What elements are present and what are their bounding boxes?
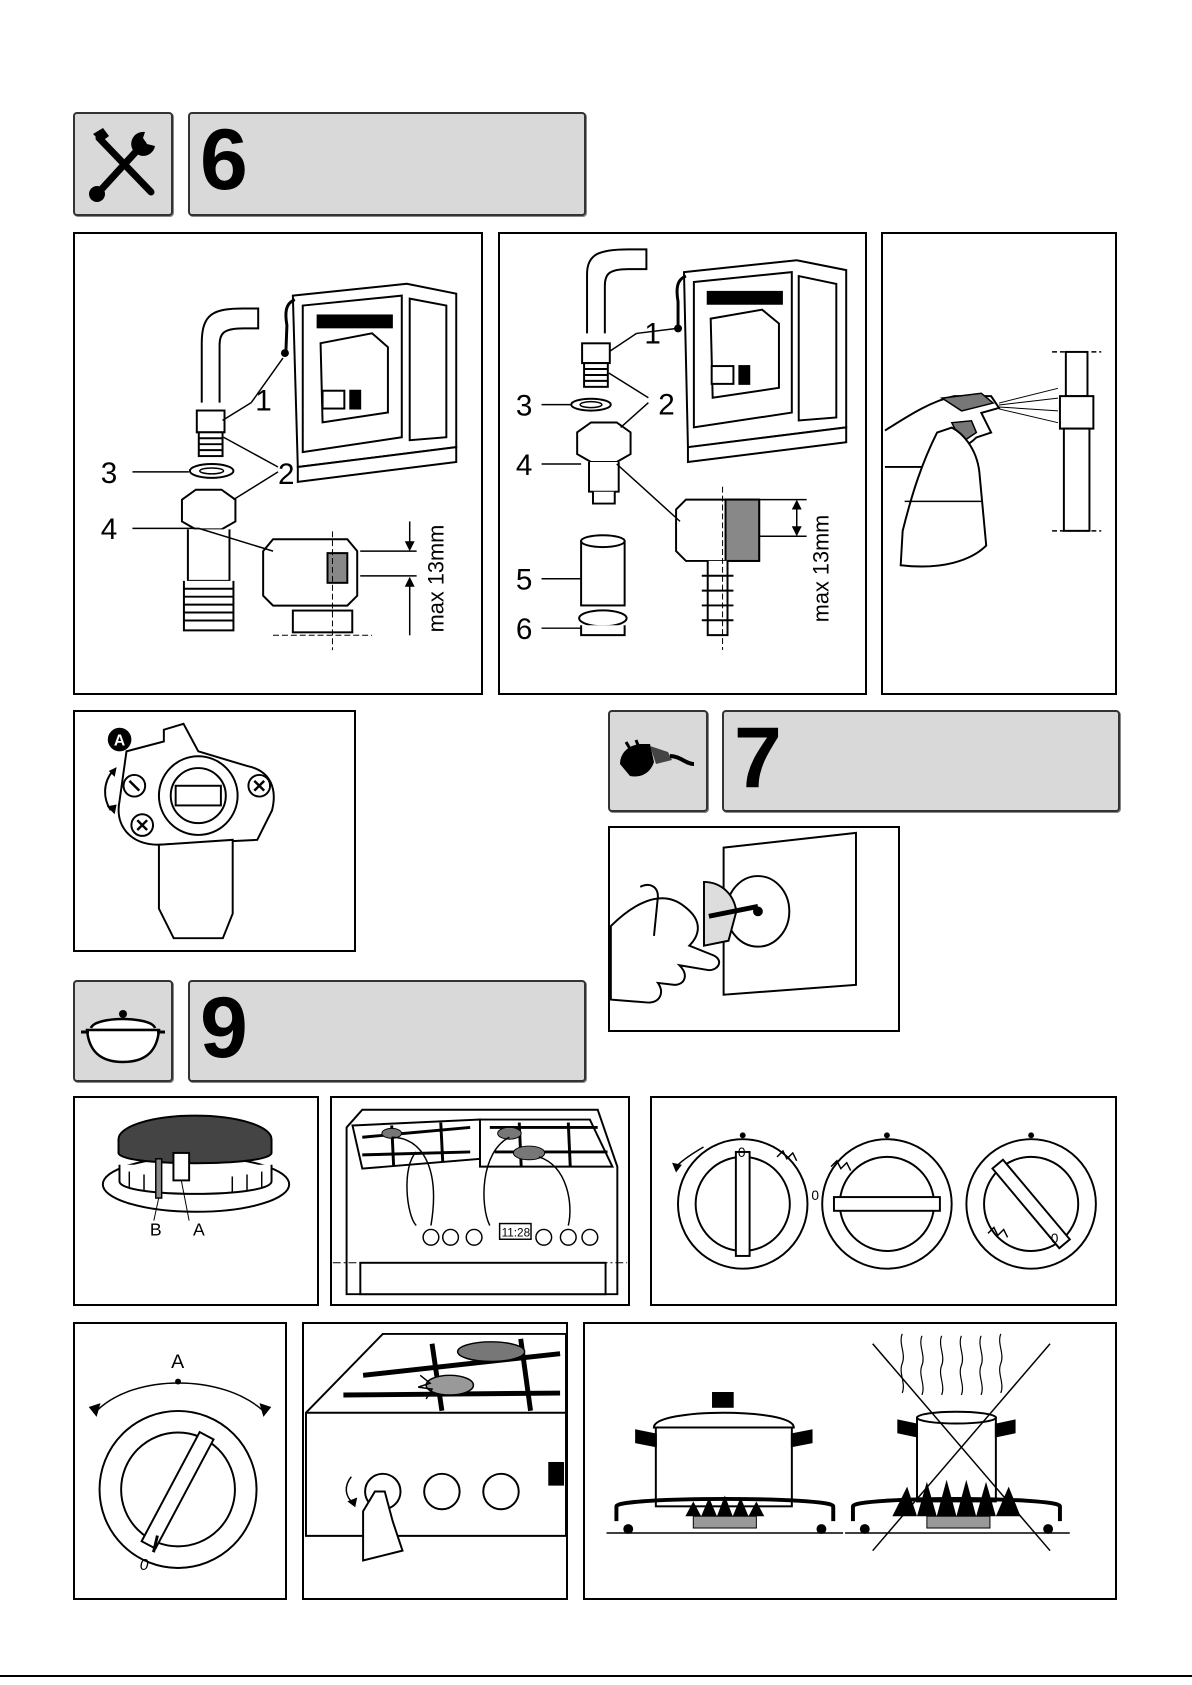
- callout-2: 2: [658, 389, 675, 422]
- knob-1-zero: 0: [738, 1145, 746, 1160]
- section-9-title-box: 9: [188, 980, 586, 1082]
- plug-icon: [610, 712, 706, 810]
- gas-connection-figure-2: 1 2 3 4 5 6 max 13mm: [498, 232, 867, 695]
- callout-4: 4: [101, 513, 118, 546]
- plug-drawing: [610, 828, 898, 1030]
- callout-3: 3: [516, 390, 533, 423]
- knob-range-zero: 0: [140, 1557, 149, 1574]
- knob-2-zero: 0: [811, 1188, 819, 1203]
- ignition-figure: [302, 1322, 568, 1600]
- plug-socket-figure: [608, 826, 900, 1032]
- knob-positions-figure: 0 0 0: [650, 1096, 1117, 1306]
- section-9-icon-box: [73, 980, 173, 1082]
- ignition-drawing: [304, 1324, 566, 1598]
- section-7-icon-box: [608, 710, 708, 812]
- section-9-number: 9: [200, 978, 248, 1078]
- cooking-pot-icon: [75, 982, 171, 1080]
- knob-range-drawing: A 0: [75, 1324, 285, 1598]
- callout-1: 1: [255, 385, 272, 418]
- dimension-label: max 13mm: [808, 515, 833, 623]
- section-6-number: 6: [200, 110, 248, 210]
- callout-5: 5: [516, 564, 533, 597]
- gas-connection-drawing-1: 1 2 3 4 max 13mm: [75, 234, 481, 693]
- page-footer-rule: [0, 1675, 1192, 1677]
- burner-label-a: A: [193, 1219, 205, 1239]
- callout-3: 3: [101, 457, 118, 490]
- oven-clock-display: 11:28: [502, 1226, 531, 1239]
- valve-marker: A: [114, 732, 125, 749]
- gas-connection-figure-1: 1 2 3 4 max 13mm: [73, 232, 483, 695]
- section-6-icon-box: [73, 112, 173, 216]
- tools-icon: [75, 114, 171, 214]
- gas-connection-drawing-2: 1 2 3 4 5 6 max 13mm: [500, 234, 865, 693]
- callout-4: 4: [516, 449, 533, 482]
- section-7-title-box: 7: [722, 710, 1120, 812]
- burner-figure: B A: [73, 1096, 319, 1306]
- valve-drawing: A: [75, 712, 354, 950]
- callout-2: 2: [278, 458, 295, 491]
- burner-label-b: B: [150, 1219, 162, 1239]
- knob-positions-drawing: 0 0 0: [652, 1098, 1115, 1304]
- dimension-label: max 13mm: [423, 525, 448, 633]
- knob-range-figure: A 0: [73, 1322, 287, 1600]
- section-7-number: 7: [734, 708, 782, 808]
- burner-drawing: B A: [75, 1098, 317, 1304]
- pot-sizing-drawing: [585, 1324, 1115, 1598]
- hob-drawing: 11:28: [332, 1098, 628, 1304]
- callout-1: 1: [644, 317, 661, 350]
- knob-range-label: A: [171, 1351, 185, 1373]
- spray-bottle-drawing: [883, 234, 1115, 693]
- knob-3-zero: 0: [1051, 1231, 1059, 1246]
- leak-test-figure: [881, 232, 1117, 695]
- section-6-title-box: 6: [188, 112, 586, 216]
- hob-overview-figure: 11:28: [330, 1096, 630, 1306]
- valve-adjust-figure: A: [73, 710, 356, 952]
- callout-6: 6: [516, 613, 533, 646]
- pot-sizing-figure: [583, 1322, 1117, 1600]
